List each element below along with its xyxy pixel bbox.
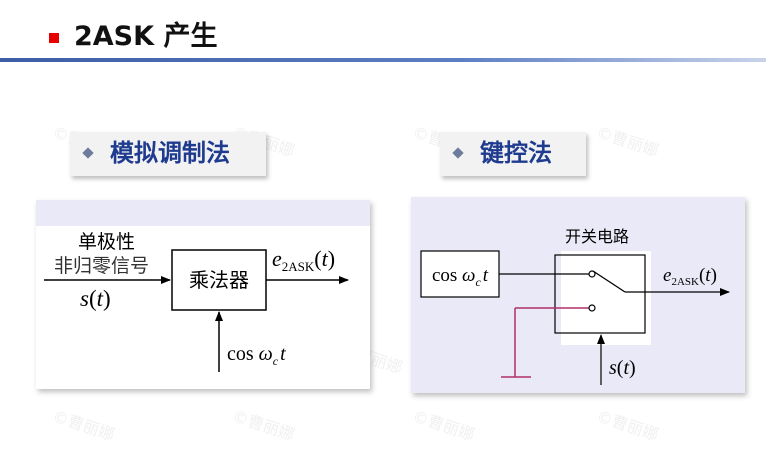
time-variable: t xyxy=(623,357,629,379)
output-subscript: 2ASK xyxy=(282,259,315,274)
section-title-analog: 模拟调制法 xyxy=(110,139,230,167)
switch-contact-bottom xyxy=(588,304,596,312)
output-symbol: e xyxy=(272,246,282,271)
panel-header-band xyxy=(36,200,370,226)
page-header: 2ASK 产生 xyxy=(0,0,766,62)
output-signal-label: e2ASK(t) xyxy=(272,246,335,274)
input-label-line1: 单极性 xyxy=(78,231,135,253)
bullet-diamond-icon xyxy=(82,147,94,159)
signal-symbol: s xyxy=(80,286,89,311)
section-label-keying: 键控法 xyxy=(440,132,586,176)
switch-circuit-label: 开关电路 xyxy=(565,228,629,246)
carrier-cos: cos xyxy=(227,343,254,365)
output-symbol: e xyxy=(663,265,671,286)
carrier-subscript: c xyxy=(273,354,279,368)
watermark: ©曹丽娜 xyxy=(594,122,661,161)
carrier-cos: cos xyxy=(432,265,457,286)
multiplier-label: 乘法器 xyxy=(189,269,249,292)
time-variable: t xyxy=(483,265,489,286)
section-title-keying: 键控法 xyxy=(480,139,552,167)
output-subscript: 2ASK xyxy=(671,276,699,288)
header-divider xyxy=(0,58,766,62)
carrier-omega: ω xyxy=(462,265,475,286)
input-label-line2: 非归零信号 xyxy=(54,255,149,277)
carrier-subscript: c xyxy=(475,275,481,289)
watermark: ©曹丽娜 xyxy=(410,406,477,445)
carrier-source-block xyxy=(420,250,500,298)
control-signal-label: s(t) xyxy=(609,357,636,379)
page-title: 2ASK 产生 xyxy=(74,21,218,52)
carrier-omega: ω xyxy=(259,343,273,365)
switch-contact-top xyxy=(588,270,596,278)
output-signal-label: e2ASK(t) xyxy=(663,265,717,288)
watermark: ©曹丽娜 xyxy=(230,406,297,445)
watermark: ©曹丽娜 xyxy=(50,406,117,445)
switch-white-area xyxy=(561,251,651,345)
time-variable: t xyxy=(97,286,104,311)
bullet-diamond-icon xyxy=(452,147,464,159)
switch-circuit-block xyxy=(554,254,646,334)
section-label-analog: 模拟调制法 xyxy=(70,132,266,176)
signal-symbol: s xyxy=(609,357,617,379)
switch-blade xyxy=(592,270,626,293)
time-variable: t xyxy=(280,343,286,365)
time-variable: t xyxy=(322,246,329,271)
multiplier-block xyxy=(171,249,267,311)
time-variable: t xyxy=(705,265,711,286)
header-bullet xyxy=(49,33,59,43)
watermark: ©曹丽娜 xyxy=(594,406,661,445)
input-signal-label: s(t) xyxy=(80,286,111,311)
